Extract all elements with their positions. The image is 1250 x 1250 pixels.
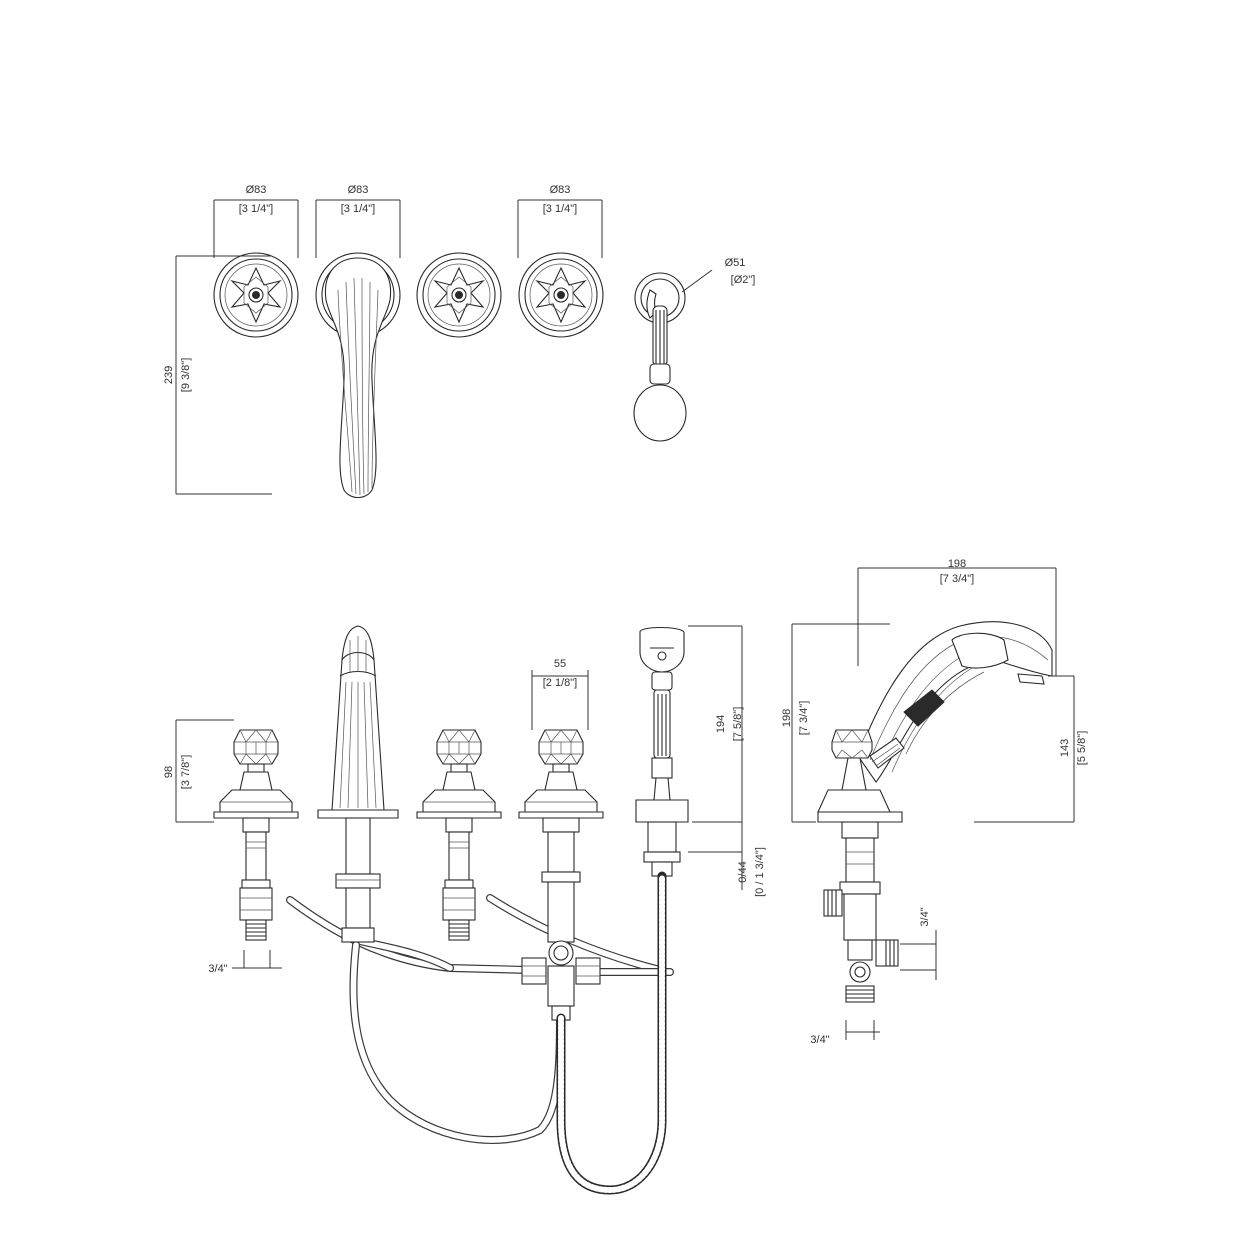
- front-view: 98 [3 7/8"] 55 [2 1/8"] 194 [7 5/8"] 0/4…: [163, 625, 766, 1195]
- flexible-hose: [556, 871, 667, 1195]
- dim-handshower-height: 194: [715, 715, 727, 733]
- dim-rosette-right-diameter-in: [3 1/4"]: [543, 203, 577, 215]
- dim-rosette-left-diameter-in: [3 1/4"]: [239, 203, 273, 215]
- side-dimension-lines: [791, 567, 1075, 1040]
- spout-top-view: [315, 252, 401, 499]
- handle-rosette-left: [213, 252, 299, 338]
- dim-handle-height-in: [3 7/8"]: [180, 755, 192, 789]
- valve-shank-left: [239, 817, 273, 941]
- top-dimension-lines: [175, 199, 713, 495]
- cross-handle-right: [518, 729, 604, 819]
- handle-rosette-center: [416, 252, 502, 338]
- dim-handle-width: 55: [554, 658, 566, 670]
- dim-overall-depth-in: [9 3/8"]: [180, 358, 192, 392]
- dim-side-height: 198: [781, 709, 793, 727]
- cross-handle-center: [416, 729, 502, 819]
- dim-rosette-left-diameter: Ø83: [246, 184, 267, 196]
- side-view: 198 [7 3/4"] 198 [7 3/4"] 143 [5 5/8"] 3…: [781, 558, 1088, 1046]
- dim-handshower-diameter: Ø51: [725, 257, 746, 269]
- dim-side-height-in: [7 3/4"]: [798, 701, 810, 735]
- handshower-top-view: [633, 272, 687, 442]
- dim-overall-depth: 239: [163, 366, 175, 384]
- front-dimension-lines: [175, 625, 743, 969]
- dim-spout-diameter-in: [3 1/4"]: [341, 203, 375, 215]
- spout-front-view: [317, 625, 399, 943]
- dim-side-spout-height: 143: [1059, 739, 1071, 757]
- dim-deck-thickness: 0/44: [737, 861, 749, 882]
- dim-side-inlet-thread: 3/4": [810, 1034, 829, 1046]
- dim-handle-height: 98: [163, 766, 175, 778]
- dim-handshower-height-in: [7 5/8"]: [732, 707, 744, 741]
- dim-side-spout-height-in: [5 5/8"]: [1076, 731, 1088, 765]
- diverter-body: [521, 817, 601, 1021]
- dim-handshower-diameter-in: [Ø2"]: [731, 274, 756, 286]
- handshower-side-view: [857, 621, 1053, 783]
- side-handle: [817, 729, 903, 823]
- dim-deck-thickness-in: [0 / 1 3/4"]: [754, 847, 766, 897]
- dim-side-reach-in: [7 3/4"]: [940, 573, 974, 585]
- dim-side-outlet-thread: 3/4": [919, 907, 931, 926]
- dim-side-reach: 198: [948, 558, 966, 570]
- side-shank: [823, 821, 899, 1003]
- dim-inlet-thread: 3/4": [208, 963, 227, 975]
- handle-rosette-right: [518, 252, 604, 338]
- cross-handle-left: [213, 729, 299, 819]
- dim-rosette-right-diameter: Ø83: [550, 184, 571, 196]
- dim-spout-diameter: Ø83: [348, 184, 369, 196]
- valve-shank-center: [442, 817, 476, 941]
- handshower-front-view: [635, 626, 689, 877]
- top-view: Ø83 [3 1/4"] Ø83 [3 1/4"] Ø83 [3 1/4"] Ø…: [163, 184, 756, 499]
- dim-handle-width-in: [2 1/8"]: [543, 677, 577, 689]
